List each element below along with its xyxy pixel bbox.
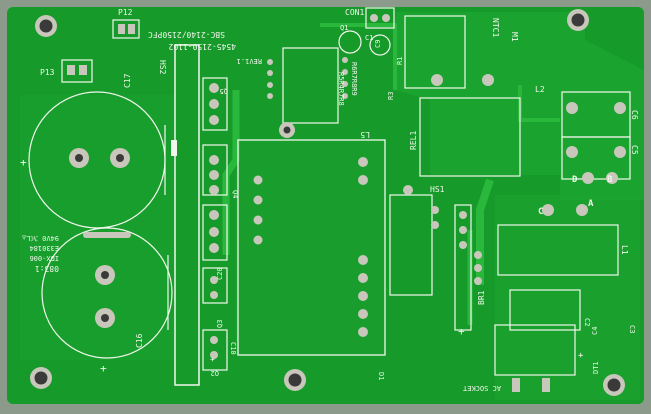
heatsink-hs2-notch xyxy=(171,140,177,156)
copper-pour-right xyxy=(495,195,640,400)
component-ac-socket xyxy=(494,324,576,376)
label-c10: C10 xyxy=(229,342,237,355)
p13-outline xyxy=(61,59,93,83)
label-ac-socket: AC SOCKET xyxy=(462,384,501,392)
label-hs1: HS1 xyxy=(430,185,445,194)
marking-line-4: 94V0 ℳL◬ xyxy=(21,234,59,242)
label-a-mark: A xyxy=(588,199,594,209)
con1-outline xyxy=(365,7,395,29)
heatsink-hs2 xyxy=(174,44,200,386)
label-board-code: 4545-2150-1102 xyxy=(168,42,236,51)
transformer-pads xyxy=(358,157,368,337)
label-c1: C1 xyxy=(365,34,373,42)
capacitor-c17 xyxy=(28,91,166,229)
label-con1: CON1 xyxy=(345,8,364,17)
connector-block xyxy=(282,47,339,124)
plus-sign-br1: + xyxy=(458,325,465,338)
label-board-model: SBC-2140/2150PFC xyxy=(148,30,225,39)
plus-sign-c2: + xyxy=(578,351,584,361)
mounting-holes xyxy=(30,9,625,396)
transistor-pads xyxy=(209,83,263,359)
label-c-mark: C xyxy=(538,207,543,217)
label-b-mark: B xyxy=(607,175,613,185)
component-ntc1 xyxy=(404,15,466,89)
label-ntc1: NTC1 xyxy=(491,18,500,37)
p12-outline xyxy=(112,19,140,39)
component-br1 xyxy=(454,204,472,331)
label-q4: Q4 xyxy=(231,190,239,198)
trace-heatsink xyxy=(222,90,240,255)
label-revision: REV1.1 xyxy=(237,57,262,65)
label-c6: C6 xyxy=(630,110,639,120)
plus-sign-c17: + xyxy=(20,156,27,169)
label-m1: M1 xyxy=(510,32,519,42)
label-r1: R1 xyxy=(396,57,404,65)
marking-line-1: 083:1 xyxy=(35,264,59,273)
label-d1: D1 xyxy=(377,372,385,380)
con1-pad-2 xyxy=(382,14,390,22)
relay-rel1 xyxy=(419,97,521,177)
q1-outline xyxy=(338,30,362,54)
label-c3: C3 xyxy=(628,325,636,333)
label-c2: C2 xyxy=(583,318,591,326)
label-q1: Q1 xyxy=(340,24,348,32)
component-hs1 xyxy=(389,194,433,296)
capacitor-c16 xyxy=(41,227,173,359)
label-l1: L1 xyxy=(620,245,629,255)
trace-top xyxy=(320,23,397,90)
component-c5 xyxy=(561,136,631,180)
right-pads xyxy=(403,74,626,392)
label-r3: R3 xyxy=(387,92,395,100)
copper-pour-center xyxy=(235,140,385,355)
marking-line-3: E330184 xyxy=(29,244,59,252)
con1-pad-1 xyxy=(370,14,378,22)
component-ac-socket-2 xyxy=(509,289,581,331)
label-c5: C5 xyxy=(630,145,639,155)
label-l2: L2 xyxy=(535,85,545,94)
label-br1: BR1 xyxy=(477,290,486,305)
ul-marking-block: 083:1 IDX-006 E330184 94V0 ℳL◬ xyxy=(21,234,59,273)
plus-sign-c16: + xyxy=(100,362,107,375)
label-c20: C20 xyxy=(216,267,224,280)
cap-pads xyxy=(69,148,130,328)
label-l5: L5 xyxy=(360,130,370,139)
label-dt1: DT1 xyxy=(592,361,600,374)
label-d-mark: D xyxy=(572,175,578,185)
component-l1 xyxy=(497,224,619,276)
transistor-column xyxy=(202,77,228,371)
label-c16: C16 xyxy=(135,333,144,348)
label-c9: C9 xyxy=(374,40,382,48)
label-c17: C17 xyxy=(123,73,132,88)
label-hs2: HS2 xyxy=(158,60,167,75)
transformer-l5 xyxy=(237,139,386,356)
label-r-group-top: R6R7R8R9 xyxy=(350,62,358,96)
c9-outline xyxy=(369,34,391,56)
label-q5: Q5 xyxy=(220,87,228,95)
plus-sign-c10: + xyxy=(210,355,215,364)
capacitor-divider xyxy=(83,232,131,238)
label-p12: P12 xyxy=(118,8,133,17)
label-q3: Q3 xyxy=(216,320,224,328)
label-rel1: REL1 xyxy=(409,131,418,150)
label-q2: Q2 xyxy=(211,369,219,377)
trace-bridge xyxy=(476,178,494,285)
label-c4: C4 xyxy=(591,327,599,335)
label-r-group-bottom: R5R4R7R8 xyxy=(337,72,345,106)
marking-line-2: IDX-006 xyxy=(29,254,59,262)
label-p13: P13 xyxy=(40,68,55,77)
connector-pads xyxy=(267,57,348,138)
